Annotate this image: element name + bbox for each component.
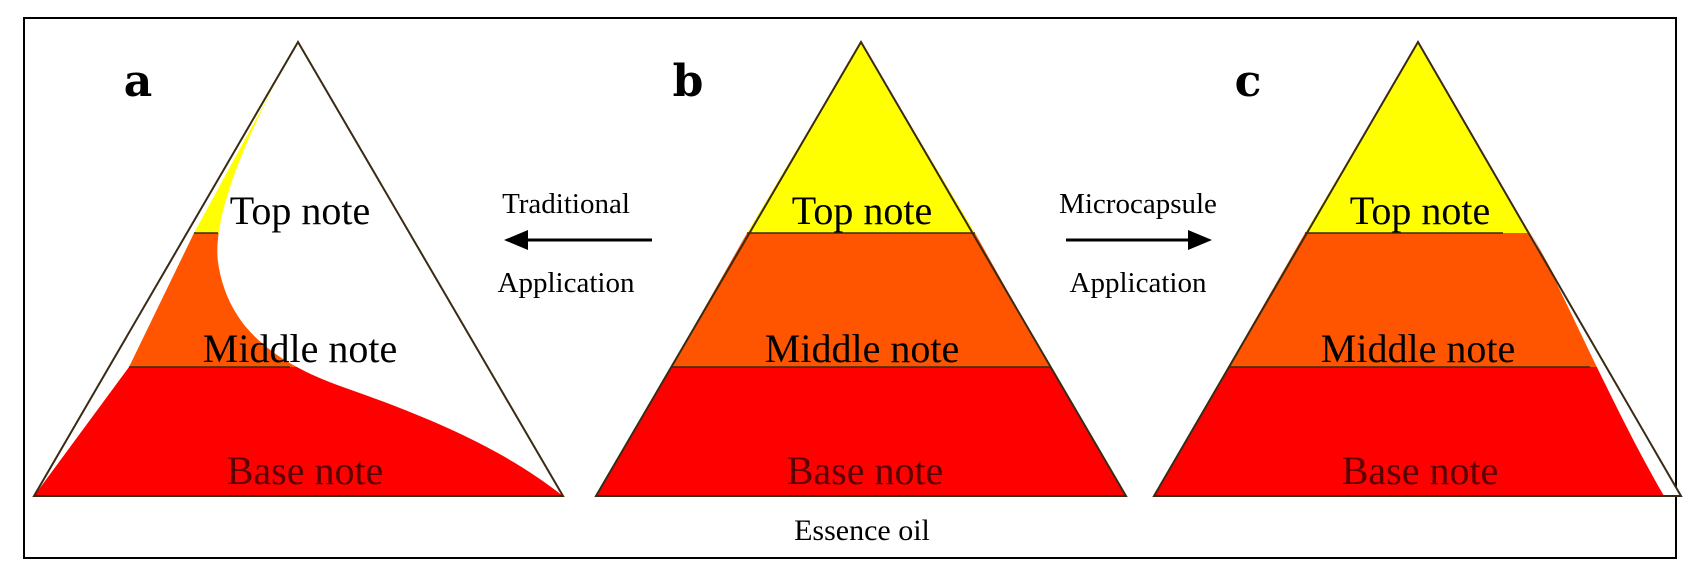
panel-a-evaporated-region [217, 42, 563, 496]
panel-b-middle-label: Middle note [765, 326, 959, 371]
panel-c-letter: c [1235, 56, 1262, 107]
panel-c-base-layer [1154, 367, 1681, 496]
figure-caption: Essence oil [794, 514, 930, 547]
panel-b-letter: b [673, 56, 704, 107]
panel-a: a Top note Middle note Base note [32, 40, 565, 497]
microcapsule-label: Microcapsule [1059, 188, 1217, 220]
panel-c-middle-label: Middle note [1321, 326, 1515, 371]
panel-b-base-label: Base note [787, 448, 944, 493]
traditional-label: Traditional [502, 188, 630, 220]
left-arrow-head-icon [504, 230, 528, 250]
panel-c-middle-layer [1228, 233, 1605, 367]
panel-a-middle-label: Middle note [203, 326, 397, 371]
panel-b-base-layer [596, 367, 1126, 496]
traditional-application-arrow: Traditional Application [498, 188, 652, 299]
application-label-left: Application [498, 267, 635, 299]
panel-c-top-label: Top note [1350, 188, 1491, 233]
panel-c-top-layer [1305, 42, 1531, 233]
panel-a-top-label: Top note [230, 188, 371, 233]
panel-a-outline [32, 40, 565, 497]
panel-b-outline [594, 40, 1128, 497]
panel-a-letter: a [124, 56, 153, 107]
application-label-right: Application [1070, 267, 1207, 299]
microcapsule-application-arrow: Microcapsule Application [1059, 188, 1217, 299]
panel-b: b Top note Middle note Base note [594, 40, 1128, 497]
panel-b-top-layer [747, 42, 975, 233]
panel-c-outline [1152, 40, 1683, 497]
panel-a-base-label: Base note [227, 448, 384, 493]
figure-border [23, 17, 1677, 559]
panel-b-top-label: Top note [792, 188, 933, 233]
panel-c: c Top note Middle note Base note [1152, 40, 1683, 497]
right-arrow-head-icon [1188, 230, 1212, 250]
panel-b-middle-layer [671, 233, 1050, 367]
panel-c-base-label: Base note [1342, 448, 1499, 493]
